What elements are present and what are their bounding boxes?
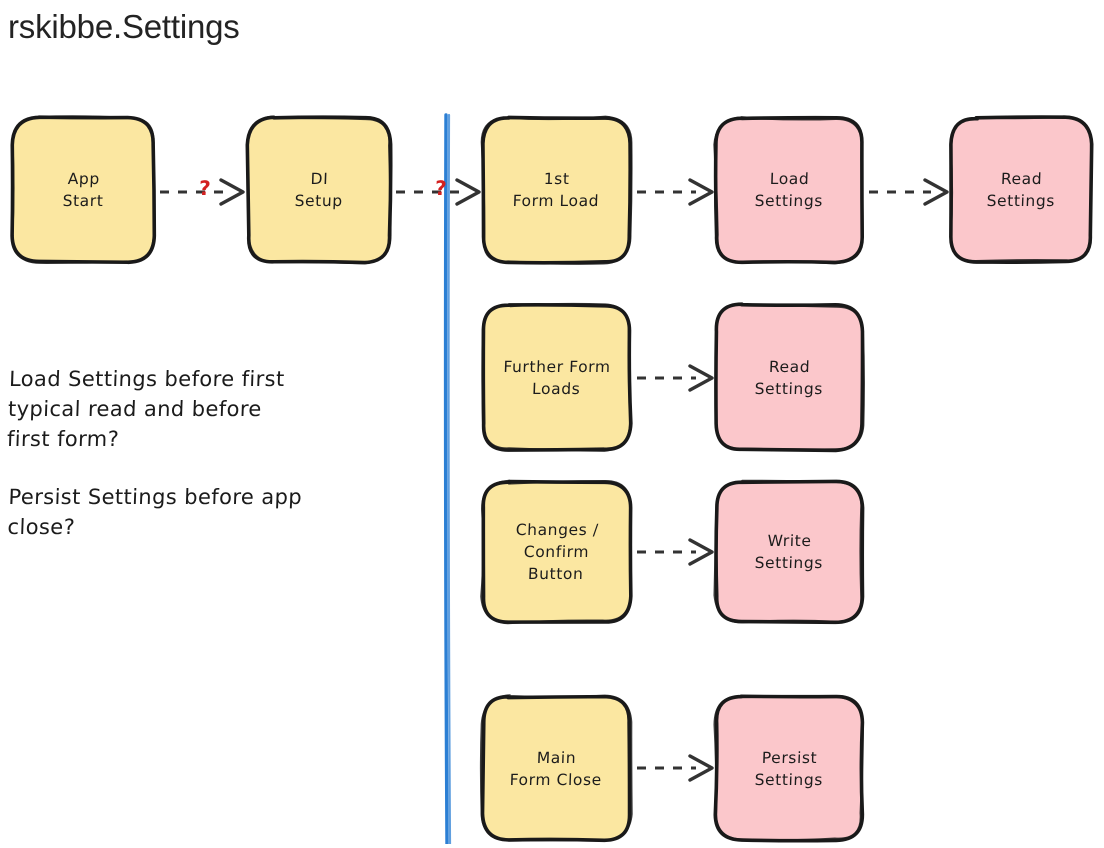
edge-arrowhead (923, 178, 949, 206)
node-label-app-start: App Start (62, 170, 104, 210)
node-shape-first-form-load (480, 115, 633, 265)
node-shape-di-setup (245, 115, 393, 265)
node-label-first-form-load: 1st Form Load (512, 170, 600, 210)
edge-arrowhead (688, 754, 714, 782)
node-first-form-load[interactable]: 1st Form Load (480, 115, 633, 265)
edge-arrowhead (688, 364, 714, 392)
edge-main-close-to-persist-settings (637, 754, 714, 782)
edge-marker-question-di-setup: ? (434, 176, 448, 200)
node-label-load-settings: Load Settings (754, 170, 824, 210)
node-shape-read-settings-2 (714, 302, 865, 453)
node-label-di-setup: DI Setup (294, 170, 343, 210)
edge-arrowhead (688, 538, 714, 566)
node-load-settings[interactable]: Load Settings (713, 115, 865, 265)
node-app-start[interactable]: App Start (10, 115, 157, 265)
edge-arrowhead (455, 178, 481, 206)
node-persist-settings[interactable]: Persist Settings (713, 694, 865, 843)
node-di-setup[interactable]: DI Setup (245, 115, 393, 265)
note-note-persist: Persist Settings before app close? (7, 485, 303, 539)
divider-stroke (443, 113, 449, 844)
node-main-form-close[interactable]: Main Form Close (479, 694, 633, 843)
page-title: rskibbe.Settings (8, 8, 240, 45)
node-shape-changes-confirm (480, 479, 633, 625)
edge-load-settings-to-read-settings (869, 178, 949, 206)
node-label-main-form-close: Main Form Close (509, 748, 603, 789)
node-label-read-settings-2: Read Settings (754, 357, 824, 398)
edge-arrowhead (219, 178, 245, 206)
edges-layer (160, 178, 949, 782)
edge-arrowhead (688, 178, 714, 206)
node-label-further-form-loads: Further Form Loads (502, 357, 611, 398)
node-write-settings[interactable]: Write Settings (713, 479, 865, 625)
edge-marker-question-app-start: ? (198, 176, 212, 200)
edge-further-loads-to-read-settings (637, 364, 714, 392)
note-note-load: Load Settings before first typical read … (6, 367, 286, 451)
edge-first-form-load-to-load-settings (637, 178, 714, 206)
node-shape-main-form-close (479, 694, 633, 843)
node-shape-write-settings (713, 479, 865, 625)
node-shape-app-start (10, 115, 157, 265)
node-read-settings-1[interactable]: Read Settings (949, 115, 1094, 265)
edge-changes-to-write-settings (637, 538, 714, 566)
node-label-write-settings: Write Settings (754, 532, 824, 572)
node-shape-persist-settings (713, 694, 865, 843)
divider-stroke (447, 113, 452, 844)
node-label-changes-confirm: Changes / Confirm Button (515, 521, 600, 583)
divider-layer (443, 113, 452, 844)
node-shape-further-form-loads (481, 302, 633, 452)
node-read-settings-2[interactable]: Read Settings (714, 302, 865, 453)
node-changes-confirm[interactable]: Changes / Confirm Button (480, 479, 633, 625)
node-shape-read-settings-1 (949, 115, 1094, 265)
edge-di-setup-to-first-form-load (396, 178, 481, 206)
node-shape-load-settings (713, 115, 865, 265)
edge-app-start-to-di-setup (160, 178, 245, 206)
node-label-persist-settings: Persist Settings (754, 748, 824, 789)
node-further-form-loads[interactable]: Further Form Loads (481, 302, 633, 452)
node-label-read-settings-1: Read Settings (986, 170, 1056, 210)
